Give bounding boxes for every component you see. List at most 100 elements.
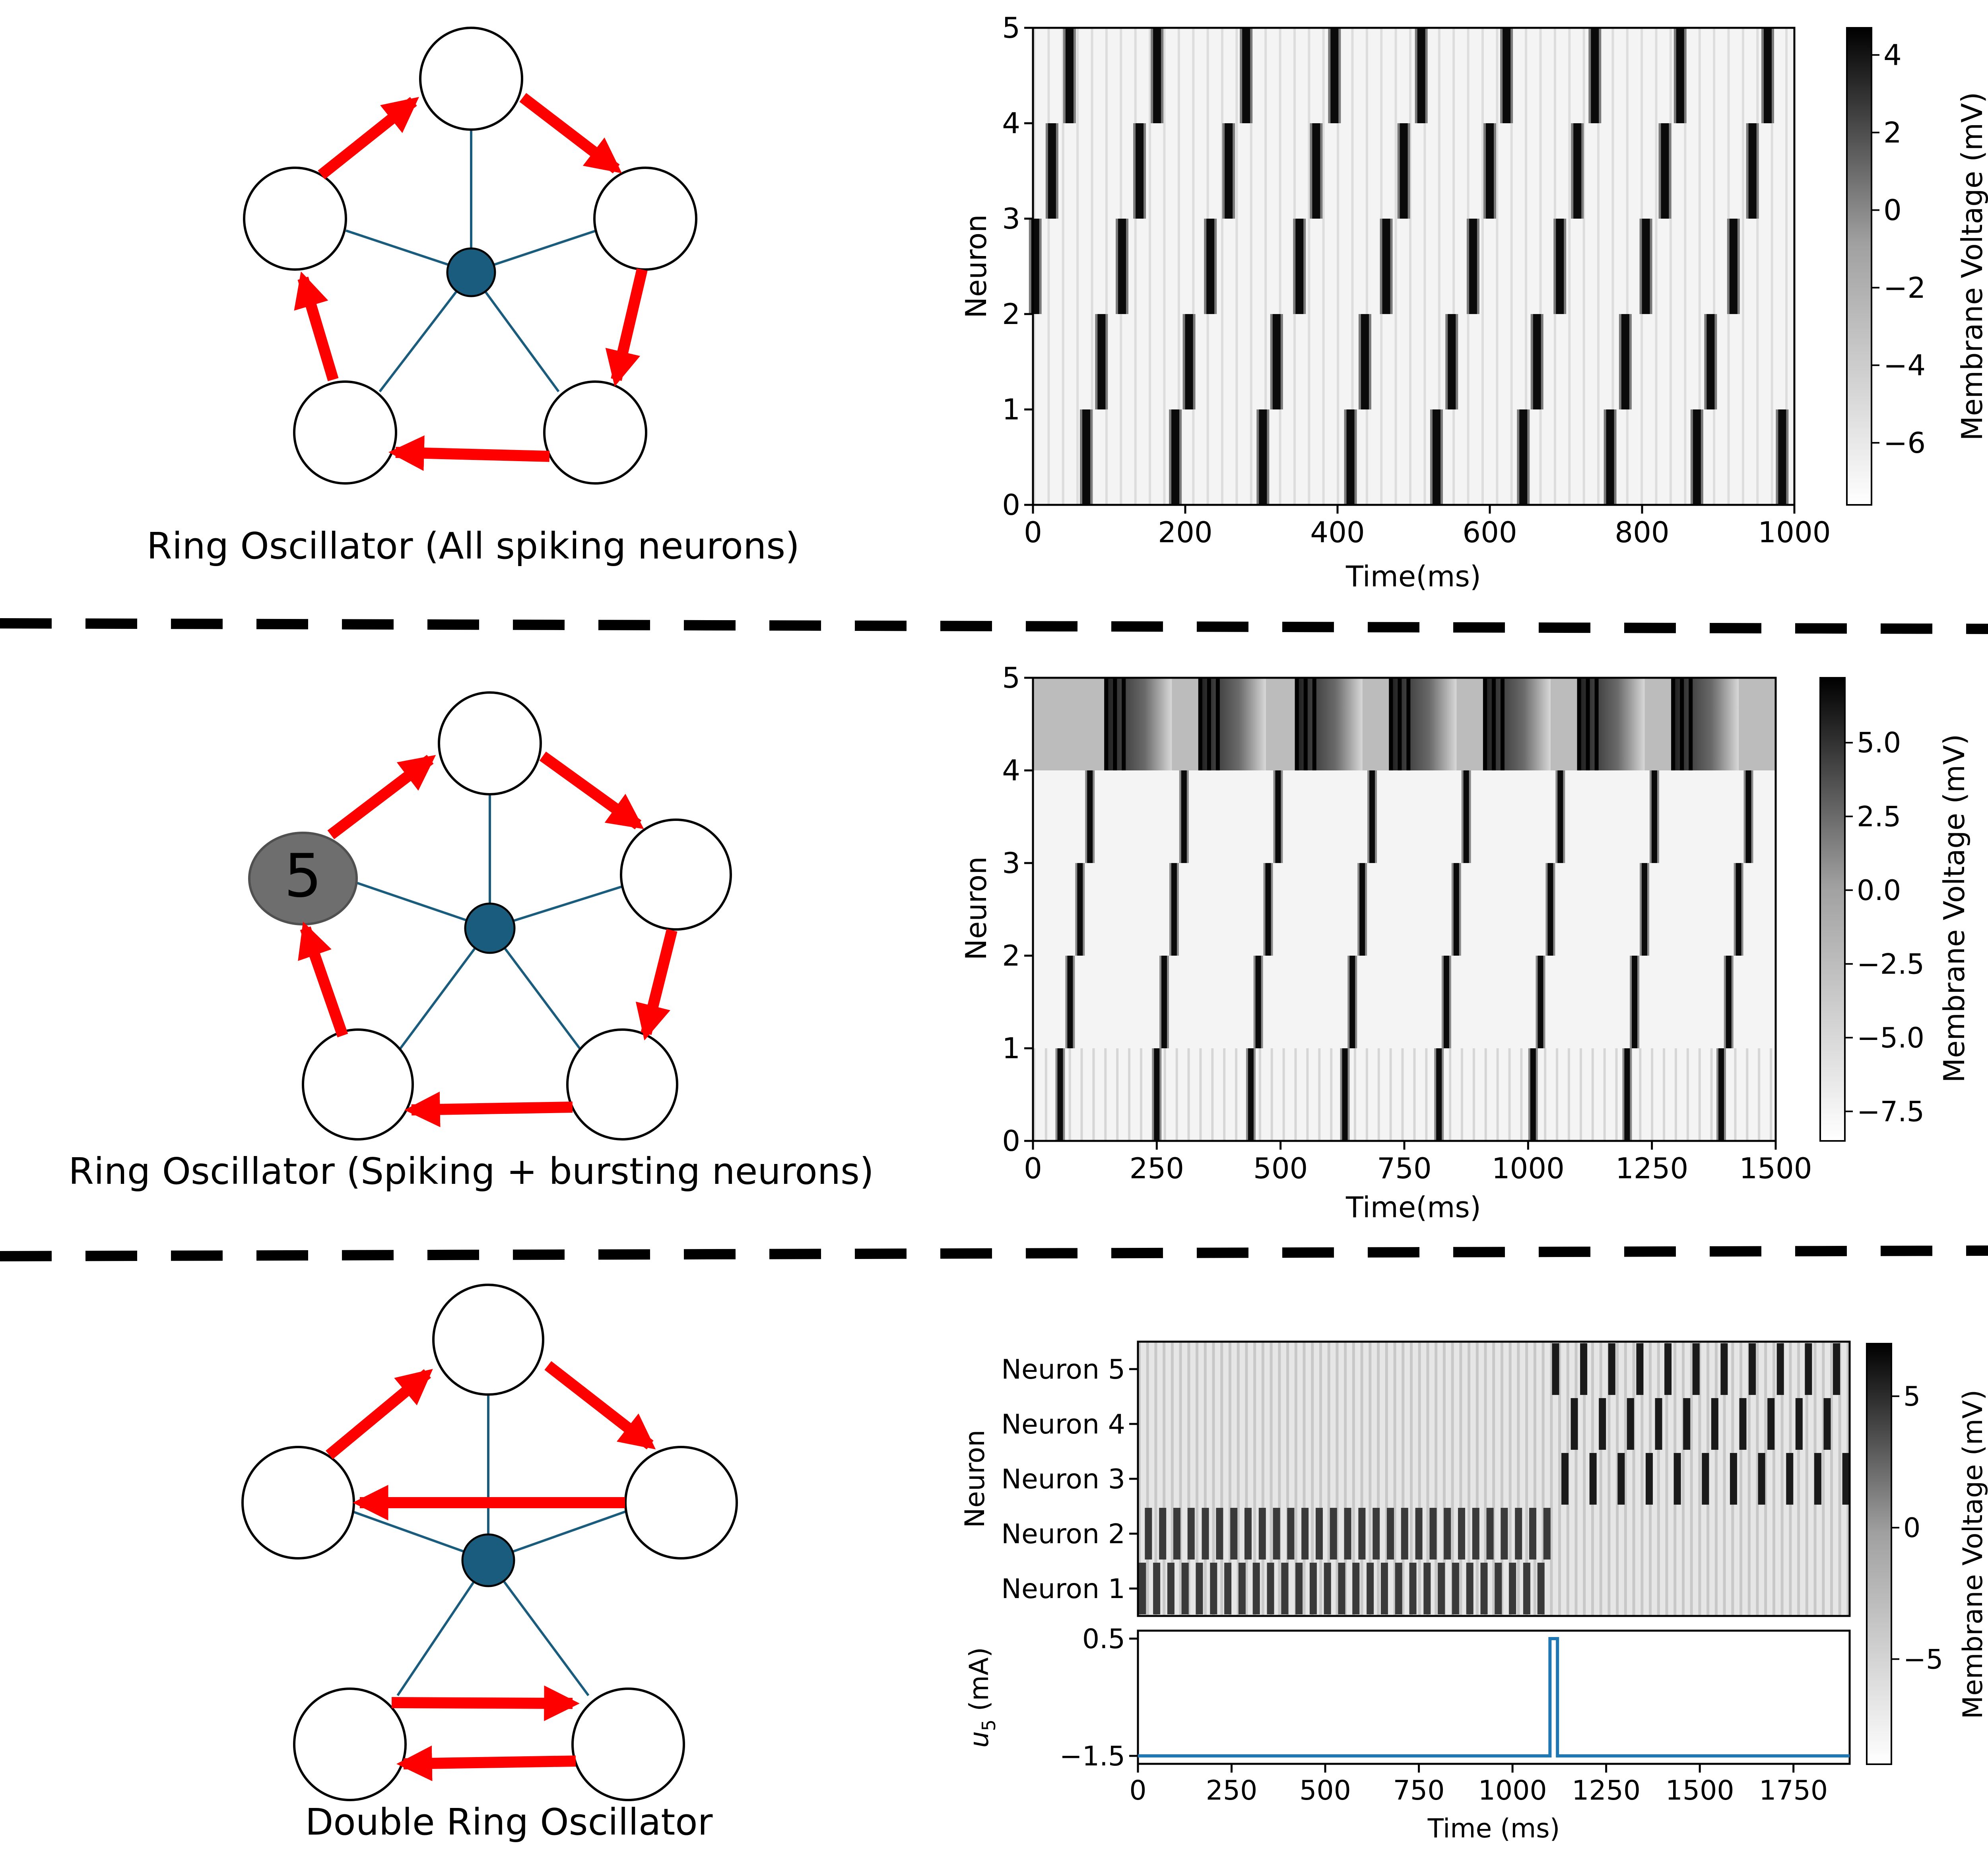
spike-mark xyxy=(1486,123,1494,219)
spike-mark xyxy=(1358,1508,1366,1560)
background-stripe xyxy=(1508,1342,1512,1616)
background-stripe xyxy=(1199,1048,1202,1141)
y-tick-label: 2 xyxy=(1002,939,1020,972)
spike-mark xyxy=(1645,1453,1653,1505)
background-stripe xyxy=(1475,1342,1479,1616)
background-stripe xyxy=(1525,1342,1528,1616)
background-stripe xyxy=(1426,1342,1429,1616)
background-stripe xyxy=(1369,1342,1372,1616)
row-label: Neuron 4 xyxy=(1001,1409,1125,1440)
spike-mark xyxy=(1238,1563,1246,1614)
background-stripe xyxy=(1459,1342,1462,1616)
section-divider-top xyxy=(0,618,1988,634)
spike-mark xyxy=(1472,1508,1479,1560)
spike-mark xyxy=(1547,863,1553,956)
neuron-node xyxy=(571,1688,685,1801)
x-tick-label: 500 xyxy=(1253,1152,1308,1185)
ring-arrow xyxy=(396,1746,576,1781)
background-stripe xyxy=(1579,1048,1582,1141)
colorbar-2-label: Membrane Voltage (mV) xyxy=(1938,734,1971,1082)
spike-mark xyxy=(1726,956,1732,1048)
row-label: Neuron 1 xyxy=(1001,1573,1125,1605)
spike-mark xyxy=(1171,409,1180,505)
ring-arrow xyxy=(294,271,339,381)
neuron-node xyxy=(419,27,523,131)
spike-mark xyxy=(1187,1508,1195,1560)
background-stripe xyxy=(1264,28,1267,505)
background-stripe xyxy=(1438,28,1441,505)
row-label: Neuron 5 xyxy=(1001,1354,1125,1385)
spike-mark xyxy=(1552,1343,1559,1395)
panel-1-caption: Ring Oscillator (All spiking neurons) xyxy=(147,525,800,567)
background-stripe xyxy=(1599,1342,1602,1616)
y-tick-label: 4 xyxy=(1002,754,1020,787)
spike-mark xyxy=(1444,1508,1451,1560)
neuron-node xyxy=(620,819,732,931)
spike-mark xyxy=(1330,1508,1337,1560)
spike-mark xyxy=(1216,1508,1223,1560)
background-stripe xyxy=(1311,1342,1314,1616)
burst-spike xyxy=(1207,678,1211,770)
colorbar-tick-label: −2 xyxy=(1883,271,1926,305)
burst-spike xyxy=(1303,678,1308,770)
colorbar-1-label: Membrane Voltage (mV) xyxy=(1955,92,1988,440)
section-divider-bottom xyxy=(0,1245,1988,1261)
spike-mark xyxy=(1561,1453,1569,1505)
background-stripe xyxy=(1245,1342,1248,1616)
burst-spike xyxy=(1689,678,1693,770)
background-stripe xyxy=(1322,28,1325,505)
row-label: Neuron 3 xyxy=(1001,1464,1125,1495)
spike-mark xyxy=(1580,1343,1588,1395)
background-stripe xyxy=(1442,1342,1446,1616)
ring-arrow xyxy=(635,929,678,1041)
spike-mark xyxy=(1823,1398,1831,1450)
background-stripe xyxy=(1221,28,1224,505)
background-stripe xyxy=(1583,1342,1586,1616)
background-stripe xyxy=(1686,1048,1689,1141)
background-stripe xyxy=(1484,1048,1487,1141)
spike-mark xyxy=(1814,1453,1821,1505)
spike-mark xyxy=(1048,123,1056,219)
background-stripe xyxy=(1764,1342,1767,1616)
background-stripe xyxy=(1525,28,1528,505)
spike-mark xyxy=(1315,1508,1323,1560)
background-stripe xyxy=(1116,1048,1119,1141)
ring-arrow xyxy=(605,268,648,387)
spike-mark xyxy=(1386,1508,1394,1560)
spike-mark xyxy=(1538,956,1543,1048)
background-stripe xyxy=(1740,1342,1743,1616)
x-tick-label: 1000 xyxy=(1492,1152,1565,1185)
x-tick-label: 800 xyxy=(1615,516,1669,549)
spike-mark xyxy=(1693,409,1701,505)
spike-mark xyxy=(1367,1563,1374,1614)
background-stripe xyxy=(1278,1342,1281,1616)
spike-mark xyxy=(1258,1508,1266,1560)
heatmap-3-marks xyxy=(1138,1342,1850,1616)
background-stripe xyxy=(1134,28,1137,505)
ring-arrow xyxy=(388,435,550,471)
ring-arrow xyxy=(544,1361,656,1450)
background-stripe xyxy=(1558,1342,1561,1616)
trace-y-tick-label: 0.5 xyxy=(1082,1624,1125,1655)
spike-mark xyxy=(1067,956,1073,1048)
background-stripe xyxy=(1187,1048,1190,1141)
spike-mark xyxy=(1273,1508,1280,1560)
background-stripe xyxy=(1746,1048,1749,1141)
spike-mark xyxy=(1448,314,1456,409)
background-stripe xyxy=(1306,1048,1309,1141)
burst-spike xyxy=(1122,678,1126,770)
spike-mark xyxy=(1248,1048,1254,1141)
background-stripe xyxy=(1517,1342,1520,1616)
colorbar-tick-label: 5 xyxy=(1903,1381,1920,1412)
background-stripe xyxy=(1520,1048,1523,1141)
spike-mark xyxy=(1624,1048,1630,1141)
spike-mark xyxy=(1786,1453,1794,1505)
background-stripe xyxy=(1192,28,1195,505)
neuron-node xyxy=(302,1028,414,1141)
x-tick-label: 1250 xyxy=(1615,1152,1688,1185)
background-stripe xyxy=(1616,1342,1619,1616)
spike-mark xyxy=(1736,863,1741,956)
background-stripe xyxy=(1723,1342,1726,1616)
background-stripe xyxy=(1337,28,1340,505)
